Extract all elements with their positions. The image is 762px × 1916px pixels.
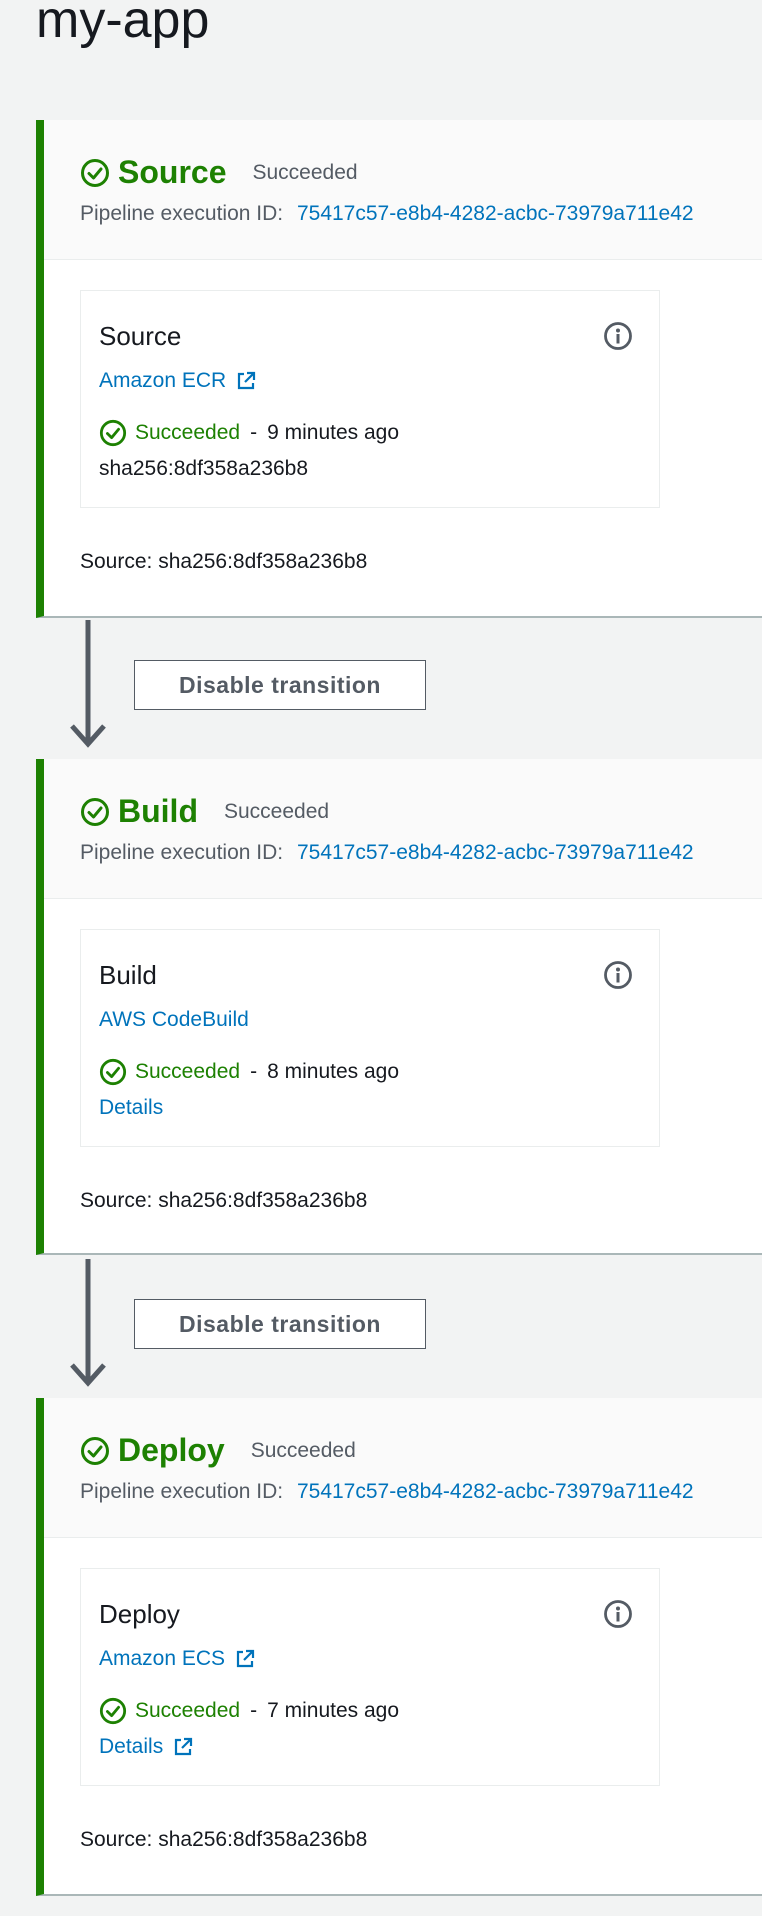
stage-header: Deploy Succeeded Pipeline execution ID: … xyxy=(44,1398,762,1538)
action-time: 8 minutes ago xyxy=(267,1060,400,1083)
arrow-down-icon xyxy=(66,1259,110,1389)
artifact-hash: sha256:8df358a236b8 xyxy=(99,457,309,480)
action-status: Succeeded - 8 minutes ago xyxy=(99,1058,399,1086)
action-status: Succeeded - 7 minutes ago xyxy=(99,1697,399,1725)
status-separator: - xyxy=(250,421,258,444)
action-name: Build xyxy=(99,960,157,990)
info-icon[interactable] xyxy=(603,321,633,351)
stage-status: Succeeded xyxy=(250,1438,356,1462)
execution-id-label: Pipeline execution ID: xyxy=(80,1480,284,1503)
action-card: Source Amazon ECR Succeeded - 9 minutes … xyxy=(80,290,660,508)
external-link-icon[interactable] xyxy=(236,371,256,391)
arrow-down-icon xyxy=(66,620,110,750)
stage-header: Source Succeeded Pipeline execution ID: … xyxy=(44,120,762,260)
action-status-text: Succeeded xyxy=(135,1060,241,1083)
info-icon[interactable] xyxy=(603,1599,633,1629)
external-link-icon[interactable] xyxy=(235,1649,255,1669)
details-link[interactable]: Details xyxy=(99,1735,164,1758)
stage-status: Succeeded xyxy=(223,799,330,823)
check-circle-icon xyxy=(99,1697,127,1725)
disable-transition-button[interactable]: Disable transition xyxy=(134,660,426,710)
check-circle-icon xyxy=(80,158,110,188)
action-card: Deploy Amazon ECS Succeeded - 7 minutes … xyxy=(80,1568,660,1786)
action-name: Source xyxy=(99,321,182,351)
action-provider-link[interactable]: Amazon ECR xyxy=(99,369,227,392)
action-name: Deploy xyxy=(99,1599,180,1629)
stage-header: Build Succeeded Pipeline execution ID: 7… xyxy=(44,759,762,899)
execution-id-label: Pipeline execution ID: xyxy=(80,202,284,225)
execution-id-row: Pipeline execution ID: 75417c57-e8b4-428… xyxy=(80,202,694,226)
action-card: Build AWS CodeBuild Succeeded - 8 minute… xyxy=(80,929,660,1147)
execution-id-row: Pipeline execution ID: 75417c57-e8b4-428… xyxy=(80,1480,694,1504)
disable-transition-button[interactable]: Disable transition xyxy=(134,1299,426,1349)
action-time: 9 minutes ago xyxy=(267,421,400,444)
page-title: my-app xyxy=(36,0,210,49)
stage-name: Source xyxy=(118,154,227,190)
execution-id-link[interactable]: 75417c57-e8b4-4282-acbc-73979a711e42 xyxy=(296,1480,694,1503)
stage-name: Deploy xyxy=(118,1432,225,1468)
status-separator: - xyxy=(250,1699,258,1722)
action-status-text: Succeeded xyxy=(135,421,241,444)
action-provider-link[interactable]: AWS CodeBuild xyxy=(99,1008,249,1031)
action-time: 7 minutes ago xyxy=(267,1699,400,1722)
check-circle-icon xyxy=(99,1058,127,1086)
execution-id-label: Pipeline execution ID: xyxy=(80,841,284,864)
check-circle-icon xyxy=(99,419,127,447)
status-separator: - xyxy=(250,1060,258,1083)
stage-source-revision: Source: sha256:8df358a236b8 xyxy=(80,550,368,573)
stage-build: Build Succeeded Pipeline execution ID: 7… xyxy=(36,759,762,1255)
stage-source-revision: Source: sha256:8df358a236b8 xyxy=(80,1828,368,1851)
action-status-text: Succeeded xyxy=(135,1699,241,1722)
action-status: Succeeded - 9 minutes ago xyxy=(99,419,399,447)
stage-source-revision: Source: sha256:8df358a236b8 xyxy=(80,1189,368,1212)
info-icon[interactable] xyxy=(603,960,633,990)
check-circle-icon xyxy=(80,797,110,827)
execution-id-link[interactable]: 75417c57-e8b4-4282-acbc-73979a711e42 xyxy=(296,202,694,225)
details-link[interactable]: Details xyxy=(99,1096,164,1119)
external-link-icon[interactable] xyxy=(173,1737,193,1757)
transition: Disable transition xyxy=(36,620,762,760)
stage-deploy: Deploy Succeeded Pipeline execution ID: … xyxy=(36,1398,762,1896)
stage-source: Source Succeeded Pipeline execution ID: … xyxy=(36,120,762,618)
execution-id-link[interactable]: 75417c57-e8b4-4282-acbc-73979a711e42 xyxy=(296,841,694,864)
transition: Disable transition xyxy=(36,1259,762,1399)
execution-id-row: Pipeline execution ID: 75417c57-e8b4-428… xyxy=(80,841,694,865)
check-circle-icon xyxy=(80,1436,110,1466)
stage-status: Succeeded xyxy=(252,160,358,184)
action-provider-link[interactable]: Amazon ECS xyxy=(99,1647,226,1670)
stage-name: Build xyxy=(118,793,198,829)
